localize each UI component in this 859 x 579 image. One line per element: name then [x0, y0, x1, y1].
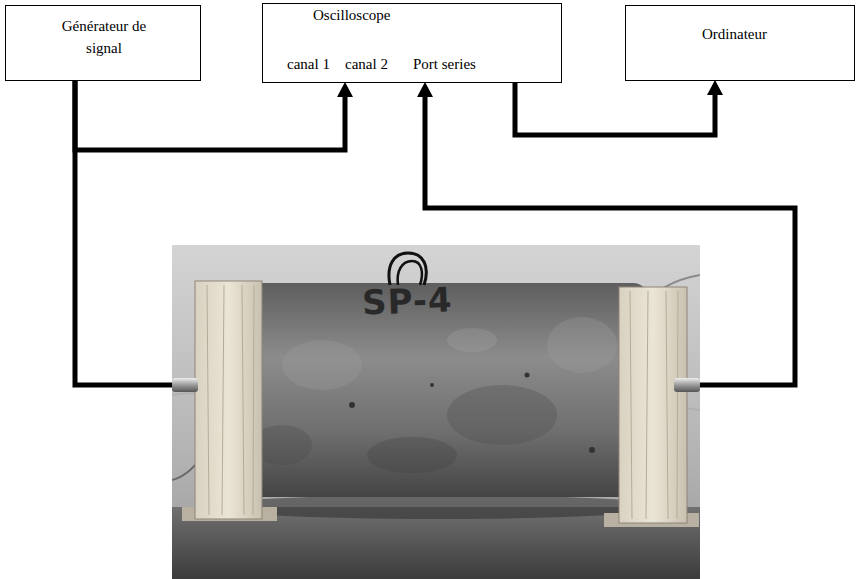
box-title: Ordinateur — [702, 24, 767, 46]
specimen-node: SP-4 — [172, 245, 700, 579]
port-label: Port series — [413, 54, 476, 76]
signal-generator-box: Générateur de signal — [5, 5, 201, 81]
signal-cable — [75, 81, 172, 385]
signal-cable — [75, 81, 345, 150]
box-title: Générateur de signal — [48, 16, 160, 60]
photo-background — [172, 245, 700, 579]
computer-box: Ordinateur — [625, 5, 855, 81]
channel-label: canal 2 — [345, 54, 388, 76]
oscilloscope-box: Oscilloscope canal 1 canal 2 Port series — [262, 3, 562, 83]
signal-cable — [425, 97, 795, 385]
box-title: Oscilloscope — [313, 5, 390, 27]
signal-cable — [515, 83, 715, 135]
transducer-connector — [172, 378, 700, 392]
channel-label: canal 1 — [287, 54, 330, 76]
specimen-marking: SP-4 — [361, 275, 453, 327]
